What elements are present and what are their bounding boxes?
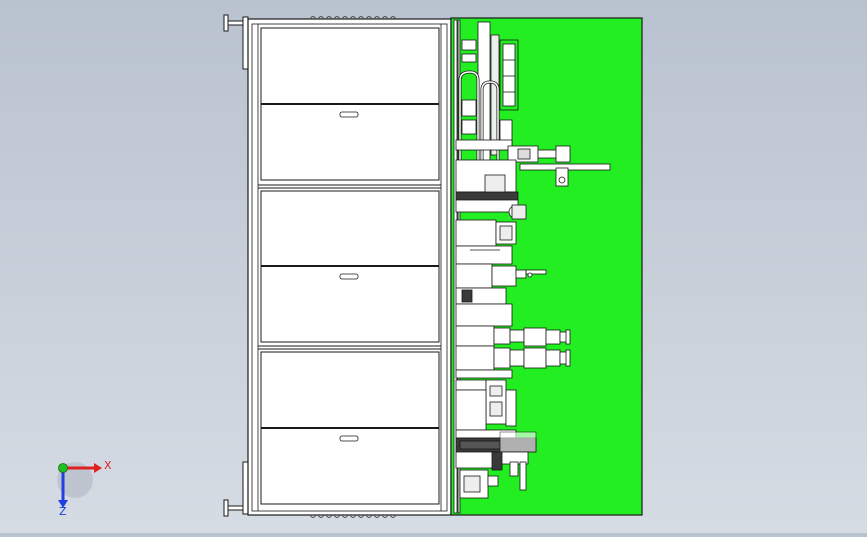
orientation-triad: X Z xyxy=(57,459,112,518)
x-arrow-icon xyxy=(94,463,102,473)
bottom-vents xyxy=(309,514,397,518)
drawer-bay-2 xyxy=(260,190,440,343)
top-vents xyxy=(309,16,397,20)
bottom-leveling-foot xyxy=(223,461,249,517)
cabinet-frame[interactable] xyxy=(223,14,452,518)
z-axis-label: Z xyxy=(59,505,67,518)
drawer-bay-3 xyxy=(260,351,440,505)
drawer-handle[interactable] xyxy=(339,111,359,118)
machine-mechanisms[interactable] xyxy=(453,19,611,514)
z-arrow-icon xyxy=(58,500,68,508)
drawer-handle[interactable] xyxy=(339,273,359,280)
x-axis-label: X xyxy=(104,459,112,472)
drawer-handle[interactable] xyxy=(339,435,359,442)
top-leveling-foot xyxy=(223,14,249,70)
drawer-bay-1 xyxy=(260,27,440,181)
y-axis-icon xyxy=(58,463,68,473)
